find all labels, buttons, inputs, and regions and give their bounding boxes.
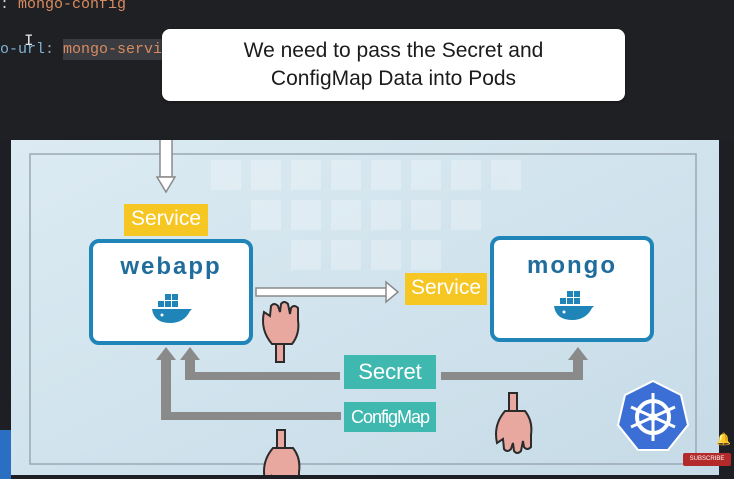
kubernetes-logo-icon [616, 379, 690, 451]
service-label-right: Service [405, 273, 487, 305]
diagram-slide: Service Service webapp mongo Secret Conf… [11, 140, 719, 475]
code-line-1: : mongo-config [0, 0, 126, 13]
cluster-border [29, 153, 697, 465]
docker-whale-icon [152, 294, 192, 323]
secret-arrows [180, 347, 588, 380]
subscribe-button[interactable]: SUBSCRIBE [683, 453, 731, 466]
pointing-hand-icon [263, 429, 301, 475]
background-grid [211, 160, 521, 270]
service-label-top: Service [124, 204, 208, 236]
callout-line-2: ConfigMap Data into Pods [270, 67, 517, 90]
callout-box: We need to pass the Secret and ConfigMap… [162, 29, 625, 101]
configmap-label: ConfigMap [344, 402, 436, 432]
mouse-cursor-icon: I [24, 32, 34, 50]
mongo-pod [490, 236, 654, 342]
code-line-1-value: mongo-config [18, 0, 127, 13]
webapp-pod [89, 239, 253, 345]
player-left-bar [0, 430, 11, 479]
callout-line-1: We need to pass the Secret and [243, 39, 544, 62]
code-line-2-value: mongo-servi [63, 39, 163, 60]
webapp-label: webapp [120, 253, 222, 280]
code-line-2-key: o-url [0, 41, 46, 58]
pointing-hand-icon [262, 301, 300, 363]
secret-label: Secret [344, 355, 436, 389]
code-line-2: o-url: mongo-servi [0, 39, 163, 60]
mongo-label: mongo [527, 252, 617, 279]
incoming-arrow [155, 140, 177, 194]
code-line-2-separator: : [45, 41, 64, 58]
configmap-arrow [156, 347, 341, 420]
bell-icon[interactable]: 🔔 [716, 432, 731, 446]
docker-whale-icon [554, 291, 594, 320]
code-line-1-prefix: : [0, 0, 19, 13]
webapp-to-service-arrow [255, 280, 400, 304]
pointing-hand-icon [495, 392, 533, 454]
